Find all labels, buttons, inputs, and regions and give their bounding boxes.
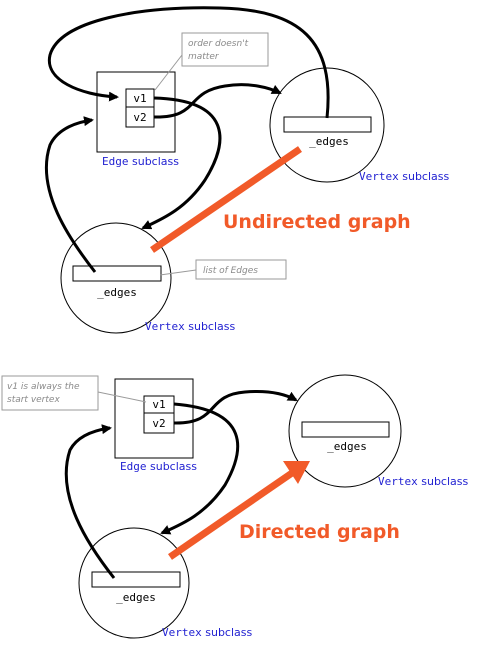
edge-class-label: Edge subclass	[120, 460, 197, 473]
arrow-v2-to-right-vertex	[173, 390, 298, 425]
vertex-bottom-edges-label: _edges	[116, 591, 156, 604]
note-start-leader	[97, 391, 147, 403]
arrow-right-edges-to-edge-top	[47, 6, 330, 119]
undirected-connection-line	[150, 146, 302, 253]
note-order-leader	[154, 54, 183, 91]
vertex-bottom-edges-field	[72, 265, 162, 282]
directed-section: v1 v2 Edge subclass _edges Vertex subcla…	[1, 374, 469, 639]
vertex-right-class-label: Vertex subclass	[359, 170, 450, 183]
note-start-line1: v1 is always the	[7, 382, 80, 392]
note-start-box	[1, 375, 99, 411]
vertex-right-edges-field	[301, 421, 390, 438]
arrow-bottom-edges-to-edge	[44, 116, 97, 273]
vertex-right-edges-label: _edges	[309, 135, 349, 148]
vertex-right-edges-label: _edges	[327, 440, 367, 453]
arrow-bottom-edges-to-edge	[64, 424, 116, 579]
vertex-right-class-label: Vertex subclass	[378, 475, 469, 488]
edge-v1-label: v1	[133, 92, 146, 105]
edge-class-label: Edge subclass	[102, 155, 179, 168]
edge-v2-label: v2	[152, 417, 165, 430]
vertex-bottom-edges-label: _edges	[97, 286, 137, 299]
note-start-line2: start vertex	[7, 395, 60, 405]
arrow-v1-to-bottom-vertex	[141, 96, 222, 230]
arrow-v2-to-right-vertex	[153, 83, 282, 119]
note-order-line2: matter	[188, 52, 220, 62]
directed-connection-line	[168, 470, 294, 560]
directed-arrowhead	[283, 461, 310, 484]
note-edges-box	[195, 259, 287, 280]
edge-v1-label: v1	[152, 398, 165, 411]
vertex-bottom-edges-field	[91, 571, 181, 588]
vertex-bottom-class-label: Vertex subclass	[162, 626, 253, 639]
note-edges-leader	[159, 269, 197, 276]
note-edges-text: list of Edges	[203, 266, 258, 276]
vertex-bottom-class-label: Vertex subclass	[145, 320, 236, 333]
note-order-line1: order doesn't	[188, 39, 249, 49]
directed-graph-label: Directed graph	[239, 521, 400, 543]
undirected-section: v1 v2 Edge subclass _edges Vertex subcla…	[44, 6, 450, 334]
arrow-v1-to-bottom-vertex	[160, 402, 240, 535]
undirected-graph-label: Undirected graph	[223, 211, 411, 233]
vertex-right-edges-field	[283, 116, 372, 133]
note-order-box	[181, 32, 269, 67]
edge-v2-label: v2	[133, 111, 146, 124]
